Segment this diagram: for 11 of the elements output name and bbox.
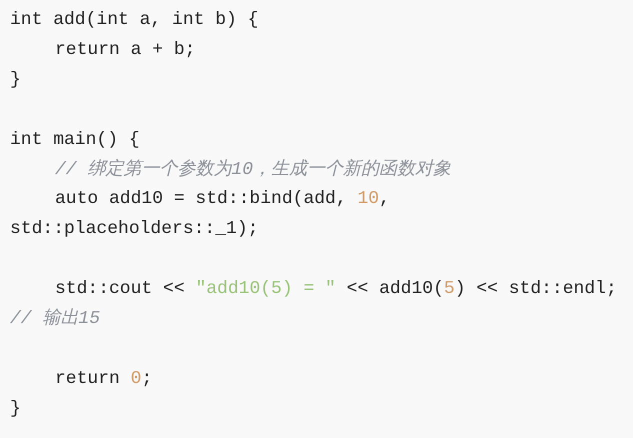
code-line: auto add10 = std::bind(add, 10, <box>55 188 390 212</box>
code-line: int add(int a, int b) { <box>10 9 258 32</box>
code-line: std::cout << "add10(5) = " << add10(5) << std::endl; <box>55 278 617 302</box>
code-line: return a + b; <box>55 38 196 62</box>
code-line: return 0; <box>55 368 152 391</box>
code-line: } <box>10 68 21 92</box>
code-line: int main() { <box>10 128 140 152</box>
code-line: std::placeholders::_1); <box>10 218 258 242</box>
code-line: // 输出15 <box>10 307 100 331</box>
code-line: // 绑定第一个参数为10，生成一个新的函数对象 <box>55 158 452 182</box>
code-line: } <box>10 398 21 421</box>
